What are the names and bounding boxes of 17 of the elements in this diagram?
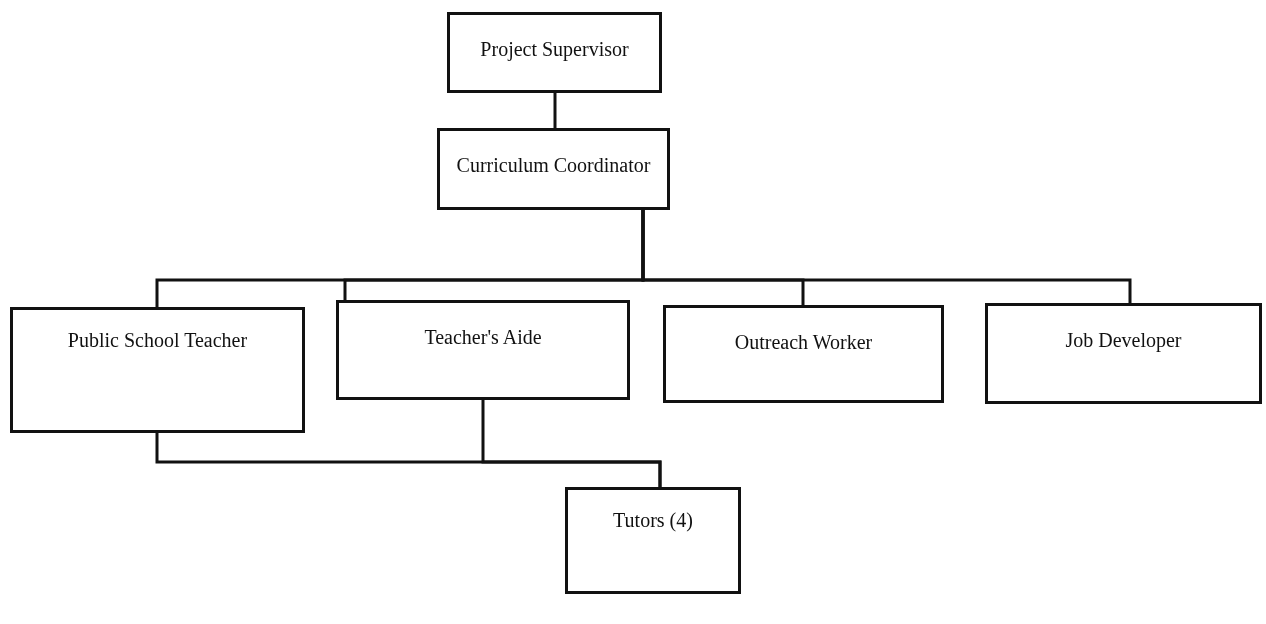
connector-line xyxy=(641,210,1132,303)
role-title: Job Developer xyxy=(1065,328,1182,354)
role-box xyxy=(663,305,944,403)
connector-line xyxy=(481,400,662,487)
role-box xyxy=(437,128,670,210)
role-title: Public School Teacher xyxy=(67,328,248,353)
role-title: Outreach Worker xyxy=(734,330,873,355)
role-box xyxy=(336,300,630,400)
role-title: Project Supervisor xyxy=(480,37,629,63)
role-title: Teacher's Aide xyxy=(424,325,542,350)
role-box xyxy=(565,487,741,594)
role-box xyxy=(985,303,1262,404)
connector-line xyxy=(553,93,557,128)
role-title: Curriculum Coordinator xyxy=(456,153,651,178)
role-box xyxy=(10,307,305,433)
role-title: Tutors (4) xyxy=(613,508,693,534)
role-box xyxy=(447,12,662,93)
